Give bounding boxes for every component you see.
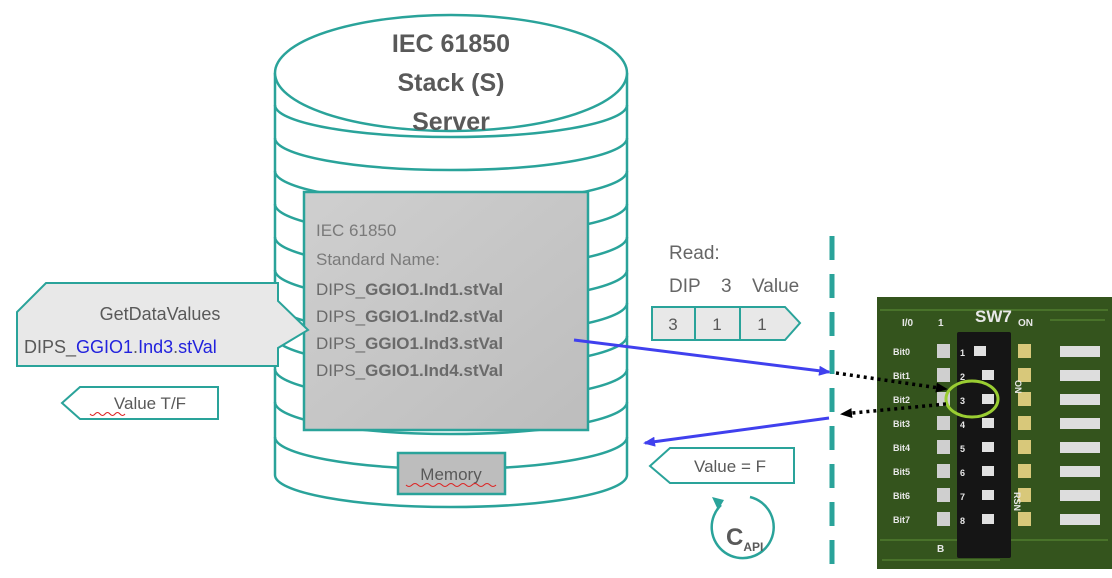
switch-num-7: 7 [960, 492, 965, 502]
pcb-sw-label: SW7 [975, 307, 1012, 326]
value-tf-label: Value T/F [114, 394, 186, 413]
callout-shape [16, 282, 310, 367]
capi-circle-arc [710, 495, 775, 560]
server-title-line3: Server [412, 108, 490, 136]
value-tf-shape [60, 386, 219, 420]
dip-read-dotted-arrow [835, 371, 948, 393]
switch-num-4: 4 [960, 420, 965, 430]
value-f-label: Value = F [694, 457, 766, 476]
pcb-io-label: I/0 [902, 318, 914, 329]
pcb-bit1: Bit1 [893, 371, 910, 381]
value-tf-tag: Value T/F [60, 386, 219, 420]
get-data-values-callout: GetDataValues DIPS_GGIO1.Ind3.stVal [16, 282, 310, 367]
pcb-leds [1060, 346, 1100, 525]
memory-box: Memory [396, 451, 507, 496]
pcb-bit5: Bit5 [893, 467, 910, 477]
pcb-on-label: ON [1018, 318, 1033, 329]
read-segment-shape [651, 306, 802, 341]
pcb-bit0: Bit0 [893, 347, 910, 357]
read-dip-label: Read: DIP 3 Value [669, 243, 799, 297]
read-label-line1: Read: [669, 243, 720, 264]
pcb-one-label: 1 [938, 318, 944, 329]
server-title-line2: Stack (S) [398, 69, 505, 97]
server-stack-top [273, 13, 629, 133]
pcb-rsn-label: RSN [1012, 492, 1022, 511]
response-arrow [643, 416, 830, 447]
capi-arrowhead [712, 497, 724, 510]
standard-heading-line1: IEC 61850 [316, 221, 396, 240]
dip-switch-toggles [974, 346, 994, 524]
switch-num-8: 8 [960, 516, 965, 526]
read-value-word: Value [752, 276, 799, 297]
read-dip-word: DIP [669, 276, 701, 297]
memory-spell-underline [405, 483, 497, 487]
switch-num-6: 6 [960, 468, 965, 478]
request-arrow [573, 338, 831, 376]
standard-name-box-bg [302, 190, 590, 432]
read-dip-number: 3 [721, 276, 732, 297]
switch3-highlight-circle [944, 379, 1000, 419]
pcb-bit2: Bit2 [893, 395, 910, 405]
value-f-shape [648, 447, 795, 484]
signal-row-ind2: DIPS_GGIO1.Ind2.stVal [316, 307, 503, 326]
pcb-right-pads [1018, 344, 1031, 526]
standard-name-box: IEC 61850 Standard Name: DIPS_GGIO1.Ind1… [302, 190, 590, 432]
value-f-tag: Value = F [648, 447, 795, 484]
pcb-bit6: Bit6 [893, 491, 910, 501]
pcb-photo: SW7 I/0 1 ON ON RSN B Bit0 Bit1 Bit2 Bit… [877, 297, 1112, 569]
pcb-left-pads [937, 344, 950, 526]
standard-heading-line2: Standard Name: [316, 250, 440, 269]
read-segment-tag: 3 1 1 [651, 306, 802, 341]
capi-cycle: CAPI [710, 495, 775, 560]
segment-value-3: 1 [757, 315, 766, 334]
get-data-values-line2: DIPS_GGIO1.Ind3.stVal [24, 337, 217, 358]
signal-row-ind1: DIPS_GGIO1.Ind1.stVal [316, 280, 503, 299]
pcb-on-vertical: ON [1013, 380, 1023, 394]
pcb-bit4: Bit4 [893, 443, 910, 453]
switch-num-1: 1 [960, 348, 965, 358]
pcb-b-label: B [937, 544, 944, 555]
get-data-values-line1: GetDataValues [100, 304, 221, 324]
memory-box-bg [396, 451, 507, 496]
pcb-bit3: Bit3 [893, 419, 910, 429]
switch-num-3: 3 [960, 396, 965, 406]
value-tf-spell-underline [89, 412, 126, 416]
switch-num-2: 2 [960, 372, 965, 382]
segment-value-2: 1 [712, 315, 721, 334]
server-title-line1: IEC 61850 [392, 30, 510, 58]
segment-value-1: 3 [668, 315, 677, 334]
signal-row-ind4: DIPS_GGIO1.Ind4.stVal [316, 361, 503, 380]
memory-label: Memory [420, 465, 482, 484]
signal-row-ind3: DIPS_GGIO1.Ind3.stVal [316, 334, 503, 353]
switch-num-5: 5 [960, 444, 965, 454]
pcb-bit7: Bit7 [893, 515, 910, 525]
capi-label: CAPI [726, 524, 763, 554]
